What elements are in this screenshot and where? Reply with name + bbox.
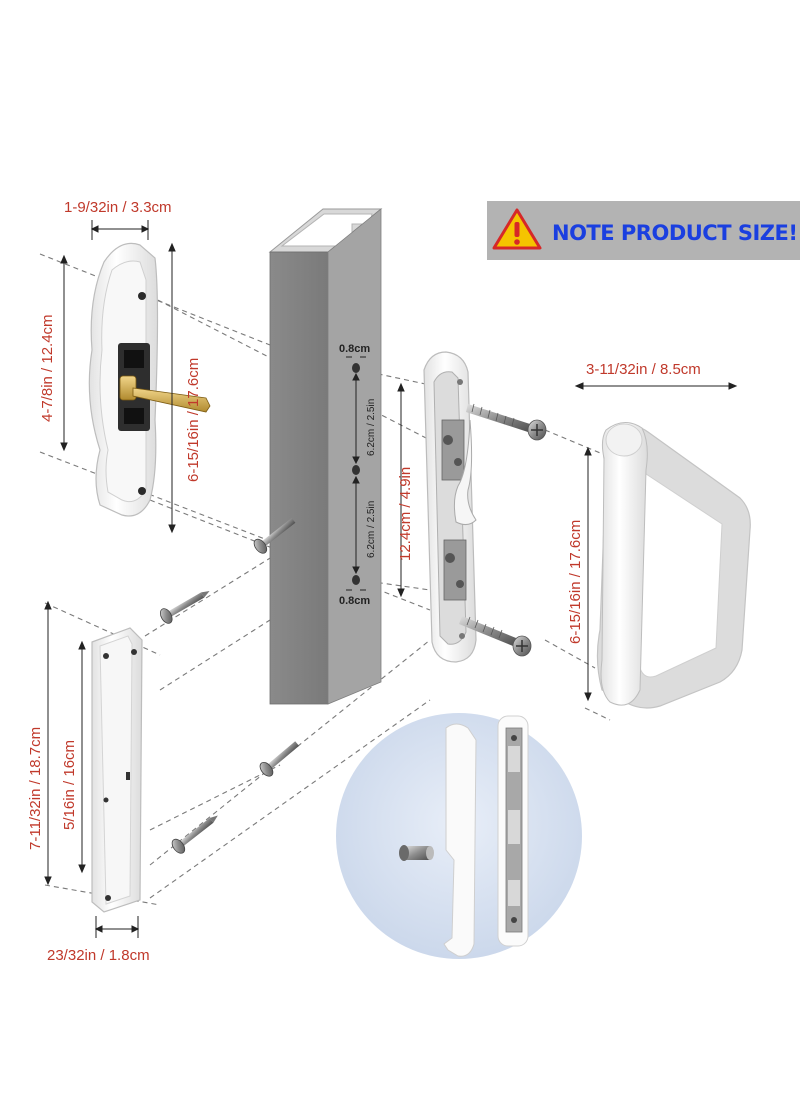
dim-label-hole-spacing-bottom: 6.2cm / 2.5in (366, 501, 377, 558)
dim-hole-spacing (346, 356, 366, 591)
dim-label-keeper-length: 7-11/32in / 18.7cm (27, 727, 44, 850)
door-frame (268, 208, 383, 705)
wood-screw-1 (253, 518, 296, 554)
dim-label-inner-plate-height: 4-7/8in / 12.4cm (39, 314, 56, 422)
dim-keeper-width (94, 916, 140, 938)
frame-hole-top (352, 363, 360, 373)
mounting-screw-bottom (459, 616, 532, 657)
strike-detail-inset (336, 713, 582, 959)
dim-handle-length (584, 446, 592, 702)
adjustment-bolt (399, 845, 434, 861)
strike-plate (497, 715, 529, 947)
wood-screw-4 (171, 815, 218, 854)
dim-inner-plate-height (60, 254, 68, 452)
dim-label-keeper-width: 23/32in / 1.8cm (47, 947, 150, 964)
dim-keeper-hole-span (78, 640, 86, 874)
dim-inner-plate-length (168, 242, 176, 534)
dim-handle-depth (574, 382, 738, 390)
dim-mortise-span (397, 382, 405, 598)
dim-label-mortise-span: 12.4cm / 4.9in (397, 467, 414, 561)
thumb-latch-icon (453, 419, 477, 526)
warning-triangle-icon (492, 208, 542, 250)
wood-screw-2 (159, 591, 210, 624)
frame-hole-middle (352, 465, 360, 475)
strike-cover (443, 723, 477, 957)
dim-label-hole-diameter-bottom: 0.8cm (339, 595, 370, 607)
dim-label-handle-depth: 3-11/32in / 8.5cm (586, 361, 701, 378)
note-banner: NOTE PRODUCT SIZE! (487, 201, 800, 260)
dim-label-hole-spacing-top: 6.2cm / 2.5in (366, 399, 377, 456)
dim-label-keeper-hole-span: 5/16in / 16cm (61, 740, 78, 830)
dim-label-inner-plate-width: 1-9/32in / 3.3cm (64, 199, 172, 216)
note-text: NOTE PRODUCT SIZE! (552, 221, 797, 245)
dim-label-inner-plate-length: 6-15/16in / 17.6cm (185, 358, 202, 482)
inner-handle-plate (88, 242, 211, 517)
wood-screw-3 (259, 741, 300, 777)
dim-label-hole-diameter-top: 0.8cm (339, 343, 370, 355)
mounting-screw-top (466, 403, 547, 441)
dim-keeper-length (44, 600, 52, 886)
frame-holes (352, 363, 360, 585)
door-handle (596, 422, 751, 709)
mortise-lock-body (423, 351, 477, 663)
dim-inner-plate-width (90, 220, 150, 240)
strike-keeper (91, 627, 143, 913)
dim-label-handle-length: 6-15/16in / 17.6cm (567, 520, 584, 644)
frame-hole-bottom (352, 575, 360, 585)
